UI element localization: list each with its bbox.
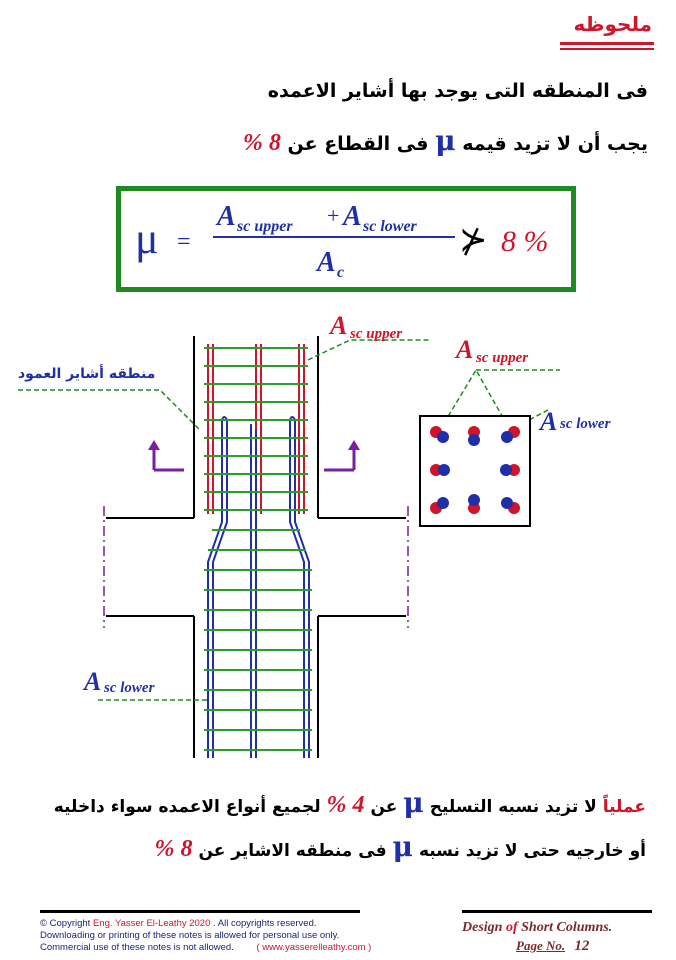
- leader-section-upper: [439, 368, 560, 431]
- stirrups: [204, 347, 312, 751]
- section-arrow-right: [324, 448, 356, 472]
- label-asc-upper-2-sub: sc upper: [475, 350, 528, 366]
- label-asc-upper-2-a: A: [454, 335, 473, 364]
- label-asc-lower-2-sub: sc lower: [559, 416, 611, 432]
- document-title: Design of Short Columns.: [462, 920, 612, 936]
- formula-num-sub2: sc lower: [362, 218, 418, 235]
- mu-symbol: μ: [435, 124, 456, 157]
- footer-rule-right: [462, 910, 652, 913]
- note2-text-a: أو خارجيه حتى لا تزيد نسبه: [418, 841, 646, 861]
- note1-limit: 4 %: [326, 792, 365, 818]
- label-asc-lower-a: A: [82, 667, 101, 696]
- label-asc-upper-sub: sc upper: [349, 326, 402, 342]
- section-arrowhead-left: [148, 440, 160, 450]
- not-greater-symbol: ⊁: [459, 222, 488, 259]
- section-arrow-left: [152, 448, 184, 472]
- formula-mu: μ: [135, 214, 159, 263]
- leader-splice-zone: [18, 389, 201, 431]
- footer-rule-left: [40, 910, 360, 913]
- title-underline-secondary: [560, 48, 654, 50]
- note2-limit: 8 %: [154, 836, 193, 862]
- note-line-2: أو خارجيه حتى لا تزيد نسبه μ فى منطقه ال…: [155, 830, 646, 863]
- copyright-word: Copyright: [49, 918, 91, 929]
- upper-bars: [207, 344, 305, 514]
- note-line-1: عملياً لا تزيد نسبه التسليح μ عن 4 % لجم…: [54, 786, 646, 819]
- copyright-notice: © Copyright Eng. Yasser El-Leathy 2020 .…: [40, 918, 371, 954]
- formula-limit: 8 %: [501, 225, 549, 258]
- section-bars: [430, 426, 520, 514]
- page-number-value: 12: [574, 938, 590, 954]
- copyright-icon: ©: [40, 918, 47, 929]
- website-link[interactable]: ( www.yasserelleathy.com ): [256, 942, 372, 953]
- copyright-line-1: © Copyright Eng. Yasser El-Leathy 2020 .…: [40, 918, 371, 930]
- label-splice-zone: منطقه أشاير العمود: [18, 366, 156, 382]
- page-label: Page No.: [516, 938, 566, 953]
- design-word: Design: [462, 920, 503, 935]
- note2-text-b: فى منطقه الاشاير عن: [198, 841, 387, 861]
- label-asc-lower-sub: sc lower: [103, 680, 155, 696]
- design-of: of: [505, 920, 518, 935]
- intro-line-2: يجب أن لا تزيد قيمه μ فى القطاع عن 8 %: [243, 124, 648, 157]
- copyright-line-3: Commercial use of these notes is not all…: [40, 942, 371, 954]
- title-underline: [560, 42, 654, 45]
- lower-bars: [207, 416, 310, 758]
- formula-num-a2: A: [341, 201, 362, 232]
- label-asc-lower-2-a: A: [538, 407, 557, 436]
- copyright-reserved: . All copyrights reserved.: [213, 918, 317, 929]
- note-practically: عملياً: [602, 797, 646, 817]
- intro-line-2-prefix: يجب أن لا تزيد قيمه: [462, 133, 648, 155]
- note1-text-c: لجميع أنواع الاعمده سواء داخليه: [53, 797, 321, 817]
- page-title: ملحوظه: [573, 12, 652, 36]
- intro-line-1: فى المنطقه التى يوجد بها أشاير الاعمده: [267, 80, 648, 102]
- intro-line-2-middle: فى القطاع عن: [287, 133, 429, 155]
- formula-num-a1: A: [215, 201, 236, 232]
- formula-plus: +: [327, 203, 339, 228]
- copyright-line-2: Downloading or printing of these notes i…: [40, 930, 340, 941]
- formula-svg: μ = A sc upper + A sc lower A c ⊁ 8 %: [135, 201, 549, 281]
- section-arrowhead-right: [348, 440, 360, 450]
- note1-mu: μ: [403, 786, 424, 819]
- design-subject: Short Columns.: [521, 920, 613, 935]
- limit-value: 8 %: [242, 130, 281, 156]
- label-asc-upper-a: A: [328, 311, 347, 340]
- formula-equals: =: [177, 229, 191, 255]
- page-number: Page No. 12: [516, 938, 589, 955]
- note1-text-a: لا تزيد نسبه التسليح: [429, 797, 597, 817]
- copyright-commercial: Commercial use of these notes is not all…: [40, 942, 234, 953]
- column-splice-diagram: A sc upper A sc upper A sc lower A sc lo…: [18, 311, 611, 758]
- formula-box: μ = A sc upper + A sc lower A c ⊁ 8 %: [116, 186, 576, 292]
- note2-mu: μ: [392, 830, 414, 863]
- formula-den-sub: c: [337, 264, 344, 281]
- note1-text-b: عن: [370, 797, 398, 817]
- formula-num-sub1: sc upper: [236, 218, 293, 235]
- leader-asc-upper: [307, 339, 430, 361]
- formula-den-a: A: [315, 247, 336, 278]
- copyright-author: Eng. Yasser El-Leathy 2020: [92, 918, 211, 929]
